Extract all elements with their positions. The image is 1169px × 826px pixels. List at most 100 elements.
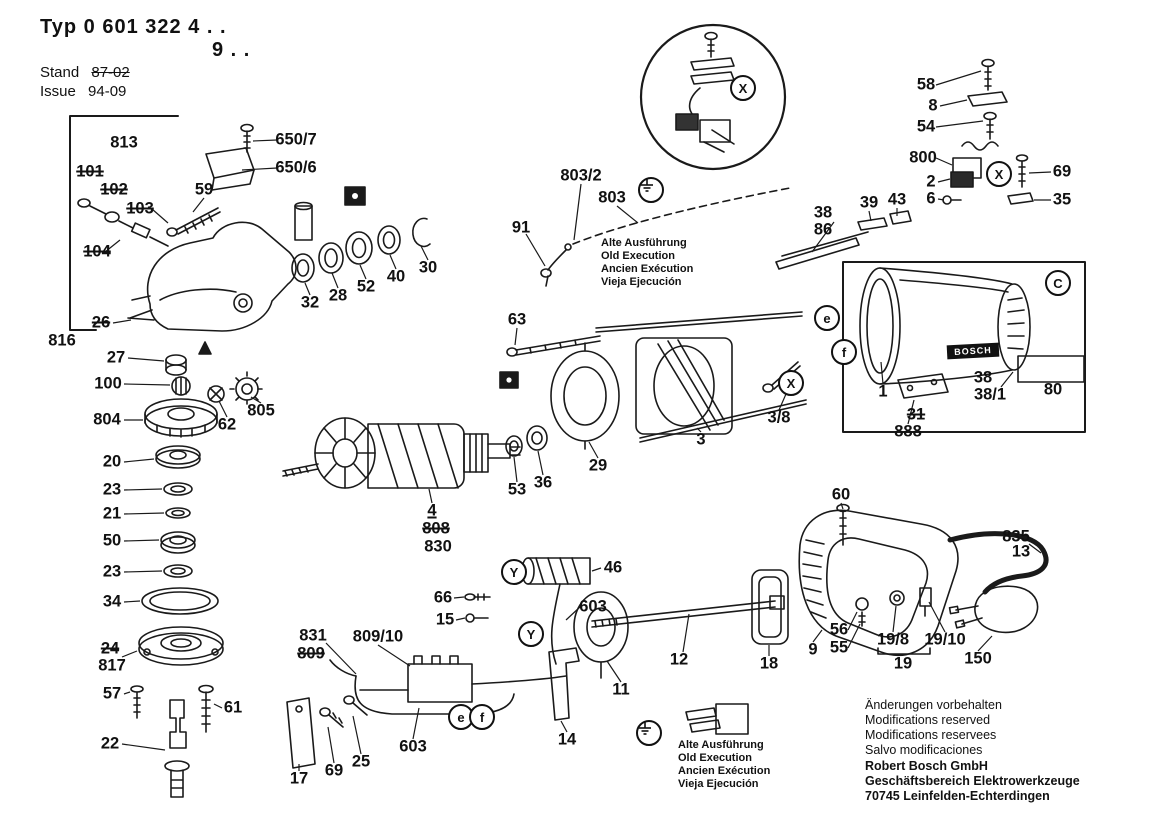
type-number-line2: 9 . . xyxy=(212,39,251,61)
screw-63 xyxy=(506,335,601,357)
part-number-17-82: 17 xyxy=(289,769,309,788)
part-number-804-12: 804 xyxy=(93,410,121,429)
part-number-100-11: 100 xyxy=(94,374,122,393)
note-line: Old Execution xyxy=(678,752,752,764)
note-line: Alte Ausführung xyxy=(601,237,687,249)
part-number-102-4: 102 xyxy=(100,180,128,199)
part-number-104-6: 104 xyxy=(83,242,111,261)
part-number-91-31: 91 xyxy=(511,218,531,237)
earth-ground-icon xyxy=(638,177,664,203)
cover-block xyxy=(205,123,255,191)
part-number-11-73: 11 xyxy=(612,680,630,699)
part-number-19-69: 19 xyxy=(893,654,913,673)
part-number-103-5: 103 xyxy=(126,199,154,218)
part-number-38-45: 38 xyxy=(813,203,833,222)
type-label: Typ xyxy=(40,16,78,38)
stand-label: Stand xyxy=(40,64,80,81)
part-number-54-53: 54 xyxy=(916,117,936,136)
part-number-32-26: 32 xyxy=(300,293,320,312)
circled-letter-X: X xyxy=(986,161,1012,187)
note-line: 70745 Leinfelden-Echterdingen xyxy=(865,789,1050,803)
stator xyxy=(595,311,807,443)
part-number-835-62: 835 xyxy=(1002,527,1030,546)
part-number-12-71: 12 xyxy=(669,650,689,669)
issue-label: Issue xyxy=(40,83,76,100)
part-number-31-43: 31 xyxy=(906,405,926,424)
spindle-parts xyxy=(548,569,789,721)
part-number-28-27: 28 xyxy=(328,286,348,305)
note-line: Modifications reservees xyxy=(865,728,997,742)
circled-letter-X: X xyxy=(730,75,756,101)
handle-assembly xyxy=(798,503,1049,657)
part-number-69-83: 69 xyxy=(324,761,344,780)
wiring-assembly xyxy=(286,557,749,769)
part-number-803-2-32: 803/2 xyxy=(560,166,602,185)
note-line: Robert Bosch GmbH xyxy=(865,759,988,773)
stand-value: 87-02 xyxy=(91,64,130,81)
part-number-35-56: 35 xyxy=(1052,190,1072,209)
part-number-20-15: 20 xyxy=(102,452,122,471)
brush-parts xyxy=(857,58,1034,231)
part-number-38-1-59: 38/1 xyxy=(973,385,1007,404)
part-number-23-19: 23 xyxy=(102,562,122,581)
part-number-817-22: 817 xyxy=(98,656,126,675)
note-line: Änderungen vorbehalten xyxy=(865,698,1002,712)
part-number-2-49: 2 xyxy=(926,172,936,191)
part-number-101-3: 101 xyxy=(76,162,104,181)
part-number-19-10-68: 19/10 xyxy=(924,630,966,649)
part-number-805-14: 805 xyxy=(247,401,275,420)
part-number-29-37: 29 xyxy=(588,456,608,475)
leader-lines xyxy=(104,70,1052,771)
part-number-603-78: 603 xyxy=(579,597,607,616)
part-number-800-54: 800 xyxy=(909,148,937,167)
part-number-150-70: 150 xyxy=(964,649,992,668)
small-parts-cluster xyxy=(77,198,169,247)
part-number-53-35: 53 xyxy=(507,480,527,499)
spindle-stack xyxy=(130,354,263,798)
issue-line: Issue 94-09 xyxy=(40,83,250,100)
part-number-56-64: 56 xyxy=(829,620,849,639)
part-number-15-77: 15 xyxy=(435,610,455,629)
circled-letter-X: X xyxy=(778,370,804,396)
note-line: Ancien Exécution xyxy=(678,765,771,777)
part-number-23-16: 23 xyxy=(102,480,122,499)
part-number-8-52: 8 xyxy=(928,96,938,115)
part-number-40-29: 40 xyxy=(386,267,406,286)
circled-letter-f: f xyxy=(469,704,495,730)
part-number-60-61: 60 xyxy=(831,485,851,504)
type-line: Typ 0 601 322 4 . . xyxy=(40,16,250,39)
stand-line: Stand 87-02 xyxy=(40,64,250,81)
part-number-86-46: 86 xyxy=(813,220,833,239)
part-number-803-33: 803 xyxy=(598,188,626,207)
part-number-55-65: 55 xyxy=(829,638,849,657)
type-number: 0 601 322 4 . . xyxy=(83,16,227,38)
part-number-18-72: 18 xyxy=(759,654,779,673)
motor-housing xyxy=(775,231,1086,433)
part-number-69-55: 69 xyxy=(1052,162,1072,181)
part-number-816-8: 816 xyxy=(48,331,76,350)
part-number-6-50: 6 xyxy=(926,189,936,208)
title-block: Typ 0 601 322 4 . . 9 . . Stand 87-02 Is… xyxy=(40,16,250,100)
part-number-36-36: 36 xyxy=(533,473,553,492)
part-number-26-9: 26 xyxy=(91,313,111,332)
part-number-59-7: 59 xyxy=(194,180,214,199)
part-number-13-63: 13 xyxy=(1011,542,1031,561)
part-number-62-13: 62 xyxy=(217,415,237,434)
armature xyxy=(282,371,548,489)
circled-letter-Y: Y xyxy=(501,559,527,585)
part-number-3-38: 3 xyxy=(696,430,706,449)
note-line: Vieja Ejecución xyxy=(678,778,759,790)
part-number-14-74: 14 xyxy=(557,730,577,749)
note-line: Old Execution xyxy=(601,250,675,262)
field-wire xyxy=(540,187,791,287)
part-number-19-8-67: 19/8 xyxy=(876,630,910,649)
detail-circle xyxy=(639,23,787,171)
earth-ground-icon xyxy=(636,720,662,746)
part-number-43-48: 43 xyxy=(887,190,907,209)
part-number-809-10-80: 809/10 xyxy=(352,627,404,646)
circled-letter-Y: Y xyxy=(518,621,544,647)
part-number-46-75: 46 xyxy=(603,558,623,577)
